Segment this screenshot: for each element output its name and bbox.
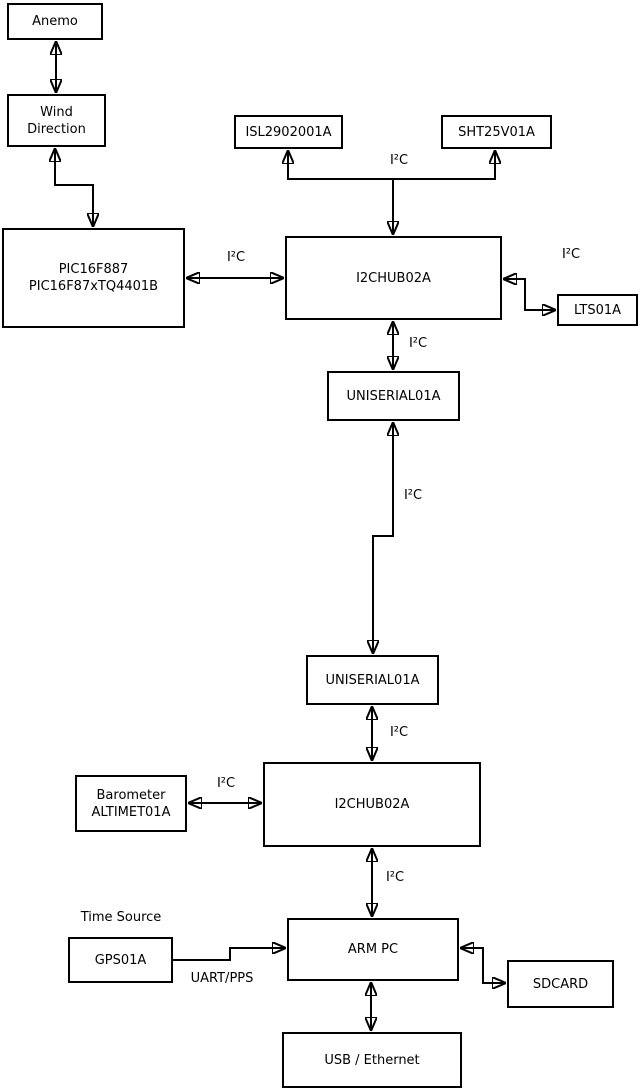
node-isl2902001a-label: ISL2902001A bbox=[245, 124, 332, 140]
uniserial1-uniserial2-link bbox=[373, 422, 393, 654]
node-usb-ethernet: USB / Ethernet bbox=[282, 1032, 462, 1088]
node-uniserial01a-top-label: UNISERIAL01A bbox=[346, 388, 441, 404]
wind-pic-link bbox=[55, 148, 93, 227]
node-isl2902001a: ISL2902001A bbox=[234, 115, 343, 149]
node-pic16f887-label-line2: PIC16F87xTQ4401B bbox=[28, 279, 159, 294]
gps-armpc-link bbox=[173, 948, 286, 961]
node-anemo: Anemo bbox=[7, 3, 103, 40]
node-uniserial01a-bottom-label: UNISERIAL01A bbox=[325, 672, 420, 688]
node-i2chub02a-bottom: I2CHUB02A bbox=[263, 762, 481, 847]
node-lts01a-label: LTS01A bbox=[573, 302, 622, 318]
node-anemo-label: Anemo bbox=[32, 14, 78, 29]
node-sdcard-label: SDCARD bbox=[532, 976, 589, 992]
node-sht25v01a-label: SHT25V01A bbox=[458, 124, 535, 140]
node-wind-direction-label-line2: Direction bbox=[27, 121, 86, 137]
node-gps01a: GPS01A bbox=[68, 937, 173, 983]
node-wind-direction: Wind Direction bbox=[7, 94, 106, 147]
node-sdcard: SDCARD bbox=[507, 960, 614, 1008]
node-sht25v01a: SHT25V01A bbox=[441, 115, 552, 149]
edge-label-i2c-pic: I²C bbox=[226, 250, 246, 265]
node-usb-ethernet-label: USB / Ethernet bbox=[324, 1052, 420, 1068]
edge-label-uart-pps: UART/PPS bbox=[190, 971, 254, 986]
edge-label-i2c-hub2-armpc: I²C bbox=[385, 870, 405, 885]
edge-label-i2c-lts: I²C bbox=[561, 247, 581, 262]
node-uniserial01a-bottom: UNISERIAL01A bbox=[306, 655, 439, 705]
node-pic16f887-label-line1: PIC16F887 bbox=[58, 262, 129, 277]
node-uniserial01a-top: UNISERIAL01A bbox=[327, 371, 460, 421]
armpc-sdcard-link bbox=[460, 948, 506, 983]
edge-label-i2c-sensors: I²C bbox=[389, 153, 409, 168]
node-i2chub02a-top: I2CHUB02A bbox=[285, 236, 502, 320]
node-gps01a-label: GPS01A bbox=[94, 952, 147, 968]
node-barometer-label-line2: ALTIMET01A bbox=[91, 804, 171, 820]
node-arm-pc-label: ARM PC bbox=[347, 942, 399, 957]
node-barometer-altimet01a: Barometer ALTIMET01A bbox=[75, 775, 187, 832]
edge-label-i2c-hub-uniserial: I²C bbox=[408, 336, 428, 351]
node-wind-direction-label-line1: Wind bbox=[40, 104, 73, 120]
node-arm-pc: ARM PC bbox=[287, 918, 459, 981]
hub1-sensors-branch bbox=[288, 150, 495, 180]
node-pic16f887: PIC16F887 PIC16F87xTQ4401B bbox=[2, 228, 185, 328]
hub1-lts-link bbox=[503, 279, 556, 310]
edge-label-i2c-barometer: I²C bbox=[216, 776, 236, 791]
edge-label-i2c-uniserial-link: I²C bbox=[403, 488, 423, 503]
edge-label-i2c-uniserial-hub2: I²C bbox=[389, 725, 409, 740]
node-lts01a: LTS01A bbox=[557, 294, 638, 326]
node-i2chub02a-bottom-label: I2CHUB02A bbox=[334, 797, 410, 812]
node-i2chub02a-top-label: I2CHUB02A bbox=[356, 270, 431, 286]
node-barometer-label-line1: Barometer bbox=[96, 787, 166, 803]
edge-label-time-source: Time Source bbox=[80, 910, 162, 925]
